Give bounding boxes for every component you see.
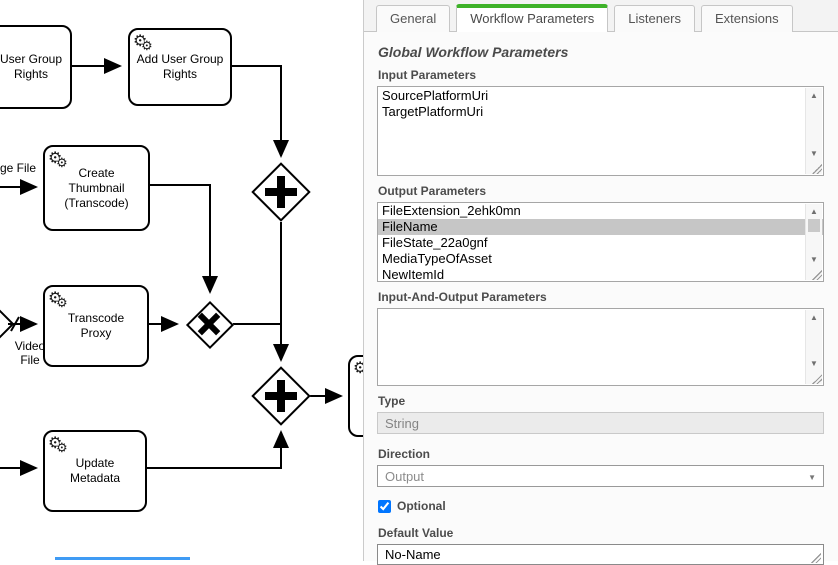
task-add-user-group-rights[interactable]: ⚙ ⚙ Add User Group Rights <box>128 28 232 106</box>
edge-label-video-file: Video File <box>14 339 46 367</box>
task-transcode-proxy[interactable]: ⚙ ⚙ Transcode Proxy <box>43 285 149 367</box>
task-label: Transcode Proxy <box>67 311 125 340</box>
parallel-plus-icon <box>277 176 285 208</box>
scroll-down-icon[interactable]: ▼ <box>810 255 818 264</box>
direction-selected-value: Output <box>385 468 425 484</box>
task-user-group-rights[interactable]: User Group Rights <box>0 25 72 109</box>
scroll-down-icon[interactable]: ▼ <box>810 359 818 368</box>
scrollbar-thumb[interactable] <box>808 219 820 232</box>
edge-label-image-file: ge File <box>0 161 37 175</box>
sequence-flows <box>0 58 343 476</box>
input-and-output-parameters-label: Input-And-Output Parameters <box>378 290 547 304</box>
tab-bar: General Workflow Parameters Listeners Ex… <box>364 0 838 32</box>
tab-listeners[interactable]: Listeners <box>614 5 696 32</box>
scroll-up-icon[interactable]: ▲ <box>810 91 818 100</box>
list-item[interactable]: MediaTypeOfAsset <box>382 251 492 266</box>
scroll-down-icon[interactable]: ▼ <box>810 149 818 158</box>
tab-general[interactable]: General <box>376 5 451 32</box>
list-item-selected[interactable]: FileName <box>378 219 823 235</box>
service-task-gear-icon: ⚙ ⚙ <box>48 290 68 310</box>
tab-workflow-parameters[interactable]: Workflow Parameters <box>456 4 609 32</box>
task-create-thumbnail[interactable]: ⚙ ⚙ Create Thumbnail (Transcode) <box>43 145 150 231</box>
list-item[interactable]: NewItemId <box>382 267 445 282</box>
input-parameters-list[interactable]: SourcePlatformUri TargetPlatformUri ▲ ▼ <box>377 86 824 176</box>
optional-checkbox[interactable] <box>378 499 391 513</box>
resize-handle-icon[interactable] <box>811 553 821 563</box>
list-item[interactable]: FileState_22a0gnf <box>382 235 488 250</box>
scroll-up-icon[interactable]: ▲ <box>810 313 818 322</box>
input-and-output-parameters-list[interactable]: ▲ ▼ <box>377 308 824 386</box>
type-label: Type <box>378 394 406 408</box>
scroll-up-icon[interactable]: ▲ <box>810 207 818 216</box>
default-flow-slash-icon <box>10 316 20 332</box>
service-task-gear-icon: ⚙ ⚙ <box>133 33 153 53</box>
section-heading: Global Workflow Parameters <box>378 44 569 60</box>
optional-label: Optional <box>397 499 446 513</box>
resize-handle-icon[interactable] <box>812 270 822 280</box>
task-label: User Group Rights <box>0 52 63 81</box>
exclusive-gateway[interactable] <box>185 300 235 350</box>
flow-addusergroup-to-parallel1[interactable] <box>228 65 289 158</box>
direction-select[interactable]: Output ▼ <box>377 465 824 487</box>
list-item[interactable]: FileExtension_2ehk0mn <box>382 203 521 218</box>
tab-extensions[interactable]: Extensions <box>701 5 793 32</box>
properties-panel: General Workflow Parameters Listeners Ex… <box>363 0 838 565</box>
scrollbar[interactable]: ▲ ▼ <box>805 204 822 280</box>
scrollbar[interactable]: ▲ ▼ <box>805 310 822 384</box>
input-parameter-item[interactable]: SourcePlatformUri <box>382 88 489 103</box>
resize-handle-icon[interactable] <box>812 164 822 174</box>
resize-handle-icon[interactable] <box>812 374 822 384</box>
output-parameters-label: Output Parameters <box>378 184 487 198</box>
bottom-blue-line <box>55 557 190 560</box>
task-update-metadata[interactable]: ⚙ ⚙ Update Metadata <box>43 430 147 512</box>
default-value-input[interactable]: No-Name <box>377 544 824 565</box>
flow-updatemetadata-to-parallel2[interactable] <box>143 430 289 469</box>
input-parameter-item[interactable]: TargetPlatformUri <box>382 104 484 119</box>
parallel-gateway-1[interactable] <box>251 162 311 222</box>
flow-thumbnail-to-exclusive[interactable] <box>146 184 218 294</box>
chevron-down-icon: ▼ <box>808 473 816 482</box>
service-task-gear-icon: ⚙ ⚙ <box>48 435 68 455</box>
task-label: Update Metadata <box>69 456 121 485</box>
scrollbar[interactable]: ▲ ▼ <box>805 88 822 174</box>
bpmn-canvas[interactable]: User Group Rights ⚙ ⚙ Add User Group Rig… <box>0 0 392 561</box>
task-label: Add User Group Rights <box>136 52 224 81</box>
parallel-gateway-2[interactable] <box>251 366 311 426</box>
task-label: Create Thumbnail (Transcode) <box>64 165 129 210</box>
type-field: String <box>377 412 824 434</box>
parallel-plus-icon <box>277 380 285 412</box>
service-task-gear-icon: ⚙ ⚙ <box>48 150 68 170</box>
default-value-label: Default Value <box>378 526 454 540</box>
direction-label: Direction <box>378 447 431 461</box>
input-parameters-label: Input Parameters <box>378 68 477 82</box>
default-value-text: No-Name <box>385 547 441 562</box>
output-parameters-list[interactable]: FileExtension_2ehk0mn FileName FileState… <box>377 202 824 282</box>
